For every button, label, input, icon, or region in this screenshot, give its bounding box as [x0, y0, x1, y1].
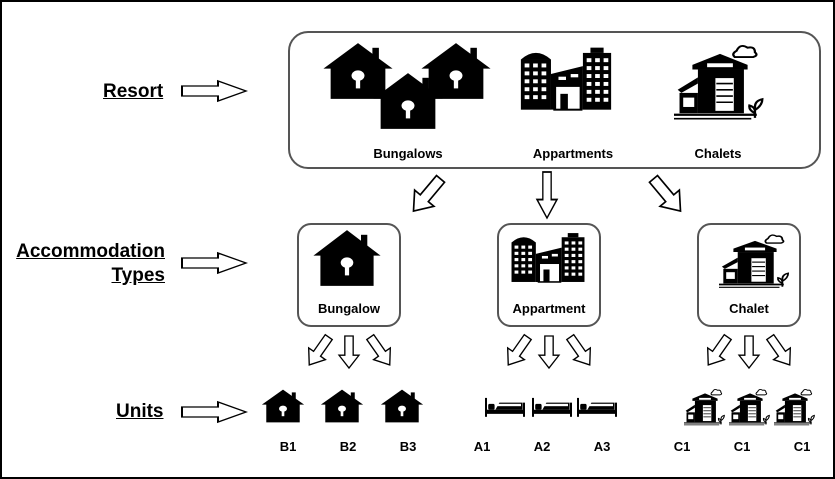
- type-label-appartment: Appartment: [512, 301, 586, 316]
- unit-c2-chalet-icon: [728, 388, 770, 426]
- unit-c1-chalet-icon: [683, 388, 725, 426]
- bungalows-icon: [323, 43, 491, 129]
- chalet-icon: [717, 234, 790, 289]
- appartment-to-a1-arrow: [499, 330, 537, 372]
- unit-b1-house-icon: [261, 389, 305, 423]
- level-label-accommodation-line1: Accommodation: [16, 241, 165, 262]
- chalet-to-c3-arrow: [761, 330, 799, 372]
- unit-label-a2: A2: [533, 439, 551, 454]
- chalet-to-c2-arrow: [738, 335, 760, 369]
- level-label-units: Units: [116, 401, 164, 422]
- appartment-to-a2-arrow: [538, 335, 560, 369]
- resort-item-bungalows: Bungalows: [373, 146, 443, 161]
- unit-c3-chalet-icon: [773, 388, 815, 426]
- chalet-to-c1-arrow: [699, 330, 737, 372]
- accommodation-right-arrow: [181, 252, 247, 274]
- resort-to-appartment-arrow: [536, 171, 558, 219]
- resort-to-chalet-arrow: [643, 169, 691, 221]
- chalets-icon: [672, 44, 764, 121]
- level-label-accommodation: Accommodation Types: [9, 240, 165, 288]
- unit-a2-bed-icon: [532, 397, 572, 417]
- resort-item-chalets: Chalets: [694, 146, 742, 161]
- bungalow-to-b3-arrow: [361, 330, 399, 372]
- unit-a3-bed-icon: [577, 397, 617, 417]
- appartments-icon: [519, 46, 613, 112]
- resort-item-appartments: Appartments: [532, 146, 614, 161]
- bungalow-icon: [313, 230, 381, 286]
- bungalow-to-b1-arrow: [300, 330, 338, 372]
- unit-b3-house-icon: [380, 389, 424, 423]
- resort-right-arrow: [181, 80, 247, 102]
- type-label-chalet: Chalet: [729, 301, 769, 316]
- unit-label-c1-first: C1: [673, 439, 691, 454]
- appartment-icon: [510, 231, 586, 284]
- resort-to-bungalow-arrow: [403, 169, 451, 221]
- unit-label-a1: A1: [473, 439, 491, 454]
- type-label-bungalow: Bungalow: [317, 301, 381, 316]
- level-label-resort: Resort: [103, 81, 164, 102]
- unit-label-b3: B3: [399, 439, 417, 454]
- units-right-arrow: [181, 401, 247, 423]
- unit-label-c1-third: C1: [793, 439, 811, 454]
- level-label-accommodation-line2: Types: [111, 265, 165, 286]
- unit-label-b1: B1: [279, 439, 297, 454]
- appartment-to-a3-arrow: [561, 330, 599, 372]
- unit-b2-house-icon: [320, 389, 364, 423]
- unit-label-a3: A3: [593, 439, 611, 454]
- bungalow-to-b2-arrow: [338, 335, 360, 369]
- unit-label-c1-second: C1: [733, 439, 751, 454]
- unit-label-b2: B2: [339, 439, 357, 454]
- unit-a1-bed-icon: [485, 397, 525, 417]
